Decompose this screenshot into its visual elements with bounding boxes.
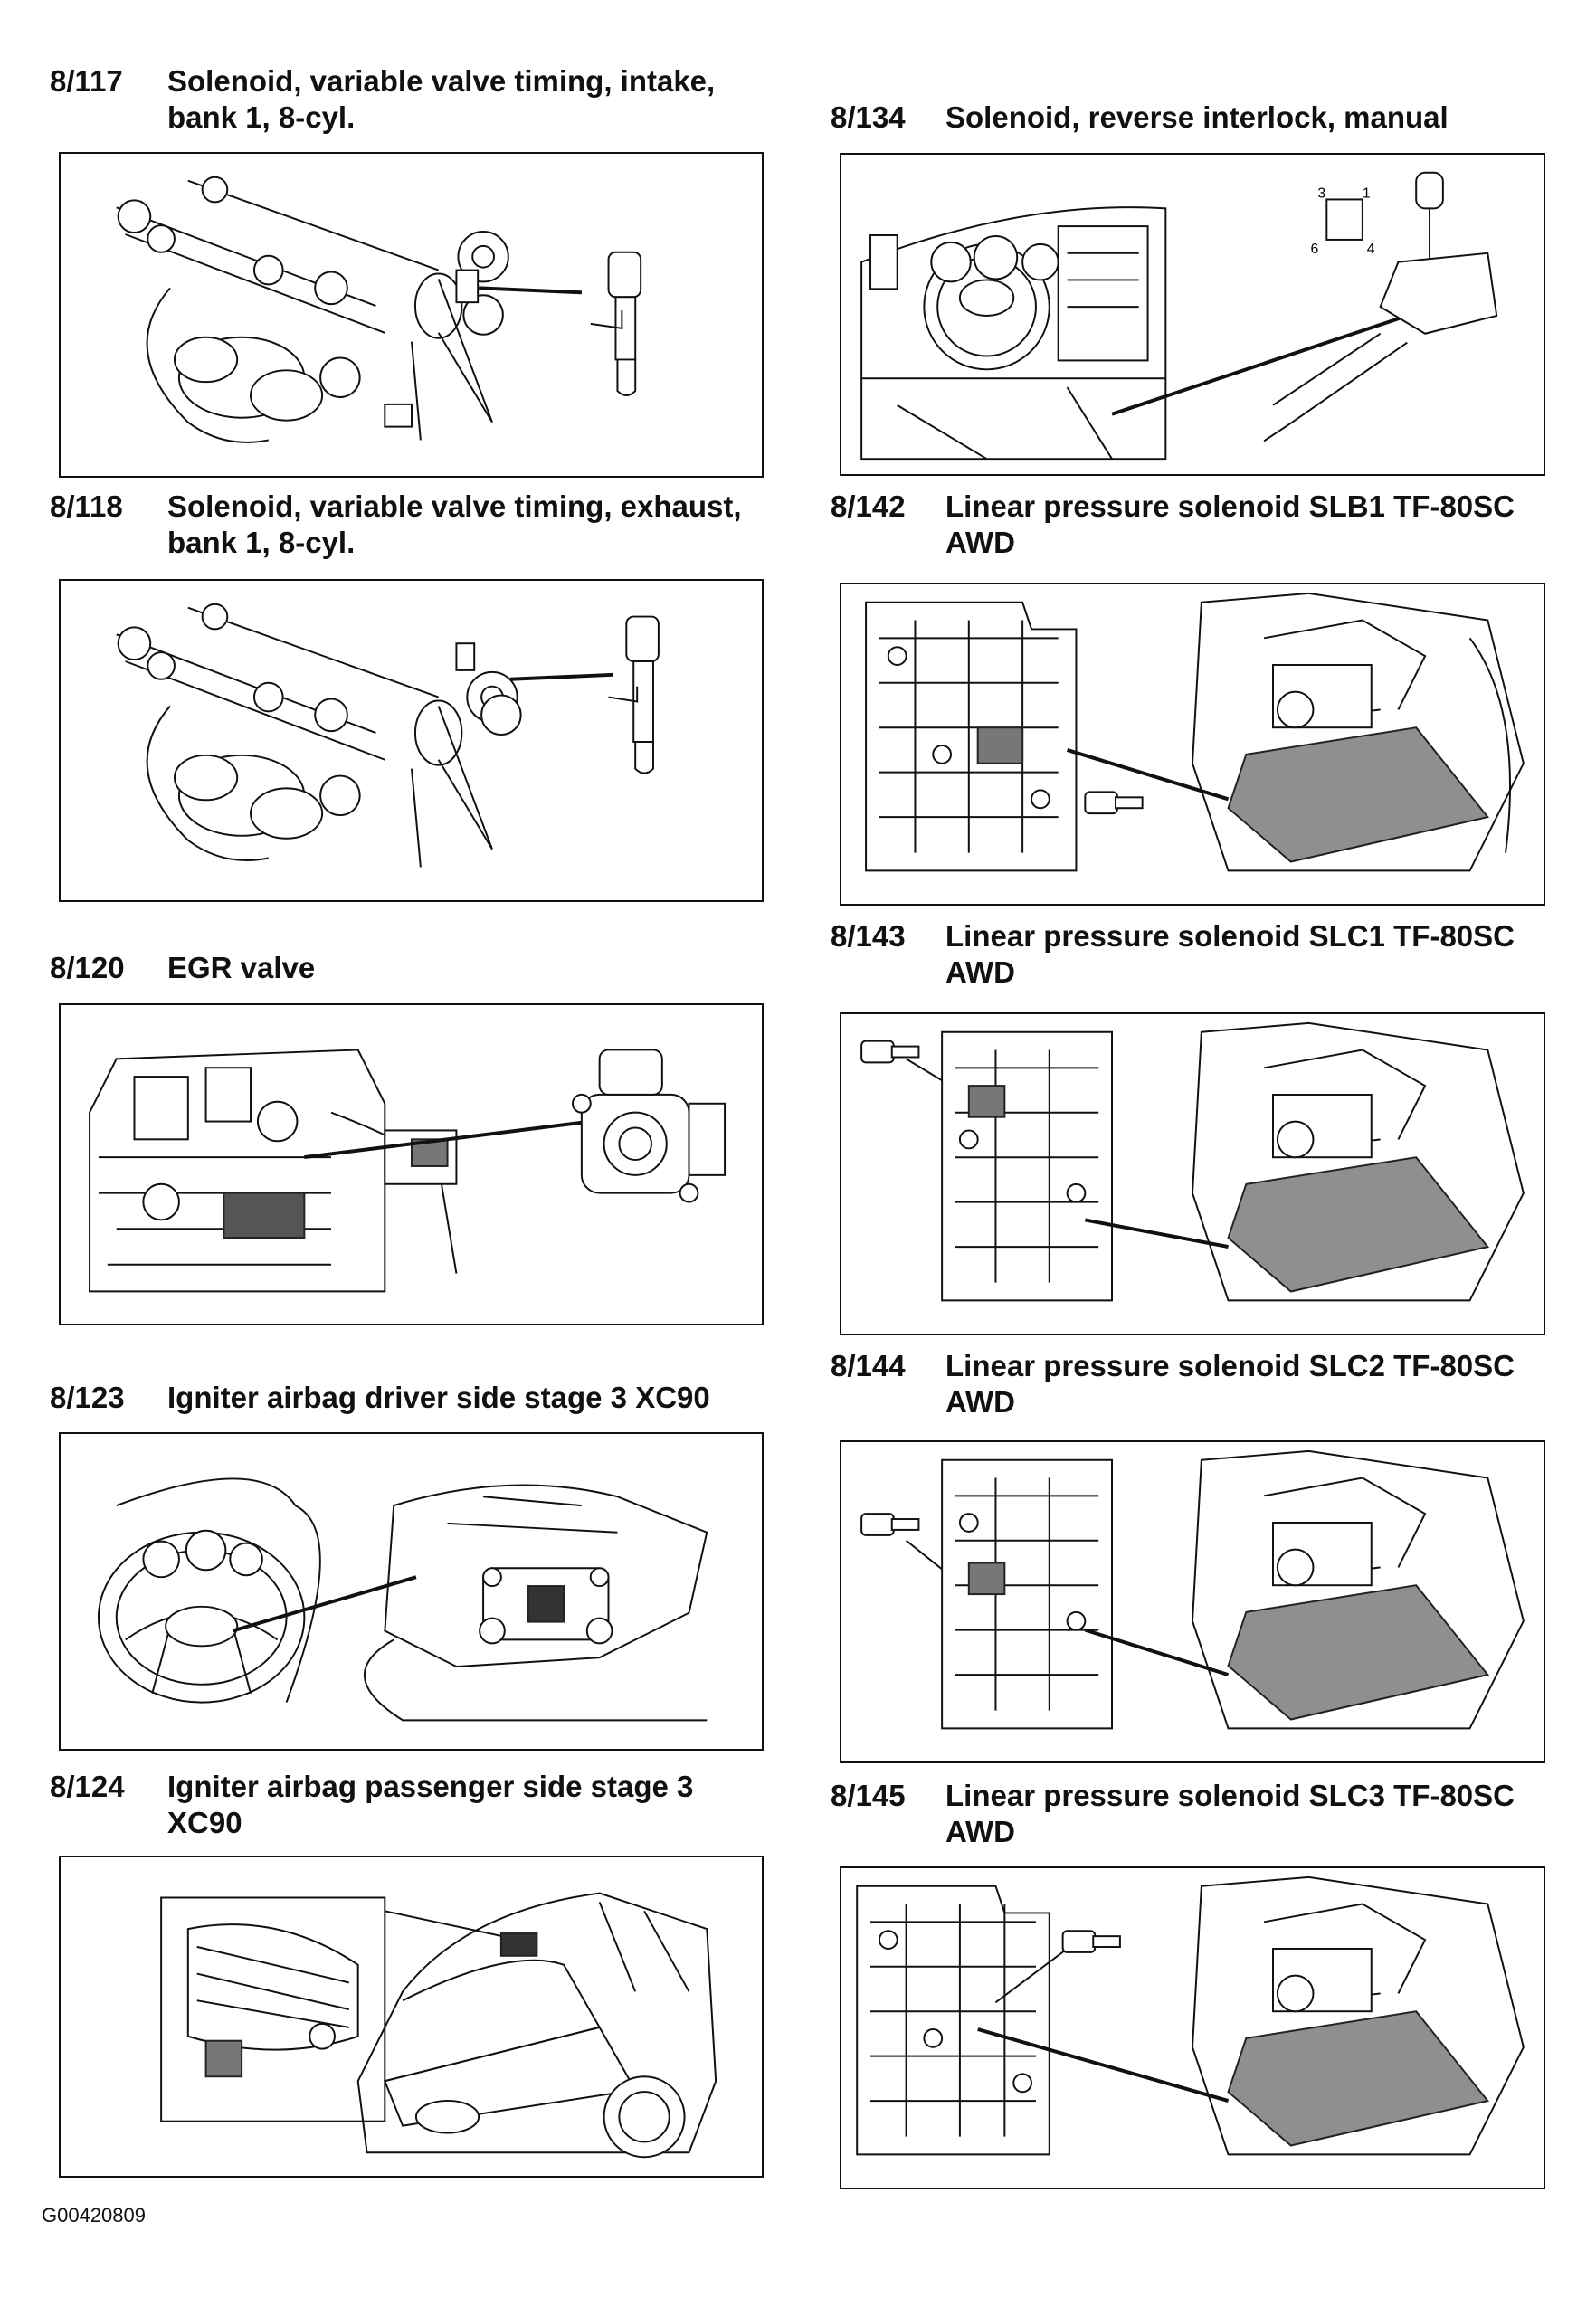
pin-label: 3 <box>1317 185 1325 201</box>
item-title: Linear pressure solenoid SLB1 TF-80SC AW… <box>945 489 1515 559</box>
passenger-airbag-illustration <box>59 1856 764 2178</box>
slc3-solenoid-illustration <box>840 1866 1545 2189</box>
slb1-solenoid-illustration <box>840 583 1545 906</box>
item-number: 8/117 <box>50 64 123 98</box>
valve-body-transmission-drawing <box>860 1449 1525 1730</box>
item-number: 8/144 <box>831 1349 906 1382</box>
item-number: 8/123 <box>50 1381 125 1414</box>
item-number: 8/145 <box>831 1779 906 1812</box>
valve-body-transmission-drawing <box>856 1875 1525 2156</box>
egr-valve-illustration <box>59 1003 764 1325</box>
item-title: Linear pressure solenoid SLC1 TF-80SC AW… <box>945 919 1515 989</box>
item-title: Linear pressure solenoid SLC2 TF-80SC AW… <box>945 1349 1515 1419</box>
valve-body-transmission-drawing <box>865 592 1525 872</box>
valve-body-transmission-drawing <box>860 1021 1525 1302</box>
item-number: 8/118 <box>50 489 123 523</box>
pin-label: 6 <box>1311 242 1319 257</box>
car-airbag-drawing <box>160 1892 717 2159</box>
pin-label: 4 <box>1367 242 1375 257</box>
reverse-interlock-illustration: 3 1 6 4 <box>840 153 1545 476</box>
figure-reference-code: G00420809 <box>42 2204 146 2227</box>
item-title: Igniter airbag driver side stage 3 XC90 <box>167 1381 710 1414</box>
item-number: 8/143 <box>831 919 906 953</box>
item-title: Solenoid, reverse interlock, manual <box>945 100 1449 134</box>
slc1-solenoid-illustration <box>840 1012 1545 1335</box>
item-number: 8/142 <box>831 489 906 523</box>
item-title: Solenoid, variable valve timing, exhaust… <box>167 489 742 559</box>
item-title: Solenoid, variable valve timing, intake,… <box>167 64 716 134</box>
steering-wheel-drawing <box>97 1477 708 1722</box>
pin-label: 1 <box>1363 185 1371 201</box>
vvt-intake-solenoid-illustration <box>59 152 764 478</box>
item-number: 8/134 <box>831 100 906 134</box>
vvt-exhaust-solenoid-illustration <box>59 579 764 902</box>
item-number: 8/124 <box>50 1770 125 1803</box>
slc2-solenoid-illustration <box>840 1440 1545 1763</box>
item-title: Igniter airbag passenger side stage 3 XC… <box>167 1770 694 1839</box>
item-title: Linear pressure solenoid SLC3 TF-80SC AW… <box>945 1779 1515 1848</box>
item-title: EGR valve <box>167 951 316 984</box>
engine-camshaft-drawing <box>116 176 642 443</box>
engine-camshaft-drawing <box>116 603 660 868</box>
dashboard-gear-selector-drawing: 3 1 6 4 <box>860 171 1498 461</box>
item-number: 8/120 <box>50 951 125 984</box>
egr-engine-drawing <box>89 1049 727 1293</box>
driver-airbag-illustration <box>59 1432 764 1751</box>
